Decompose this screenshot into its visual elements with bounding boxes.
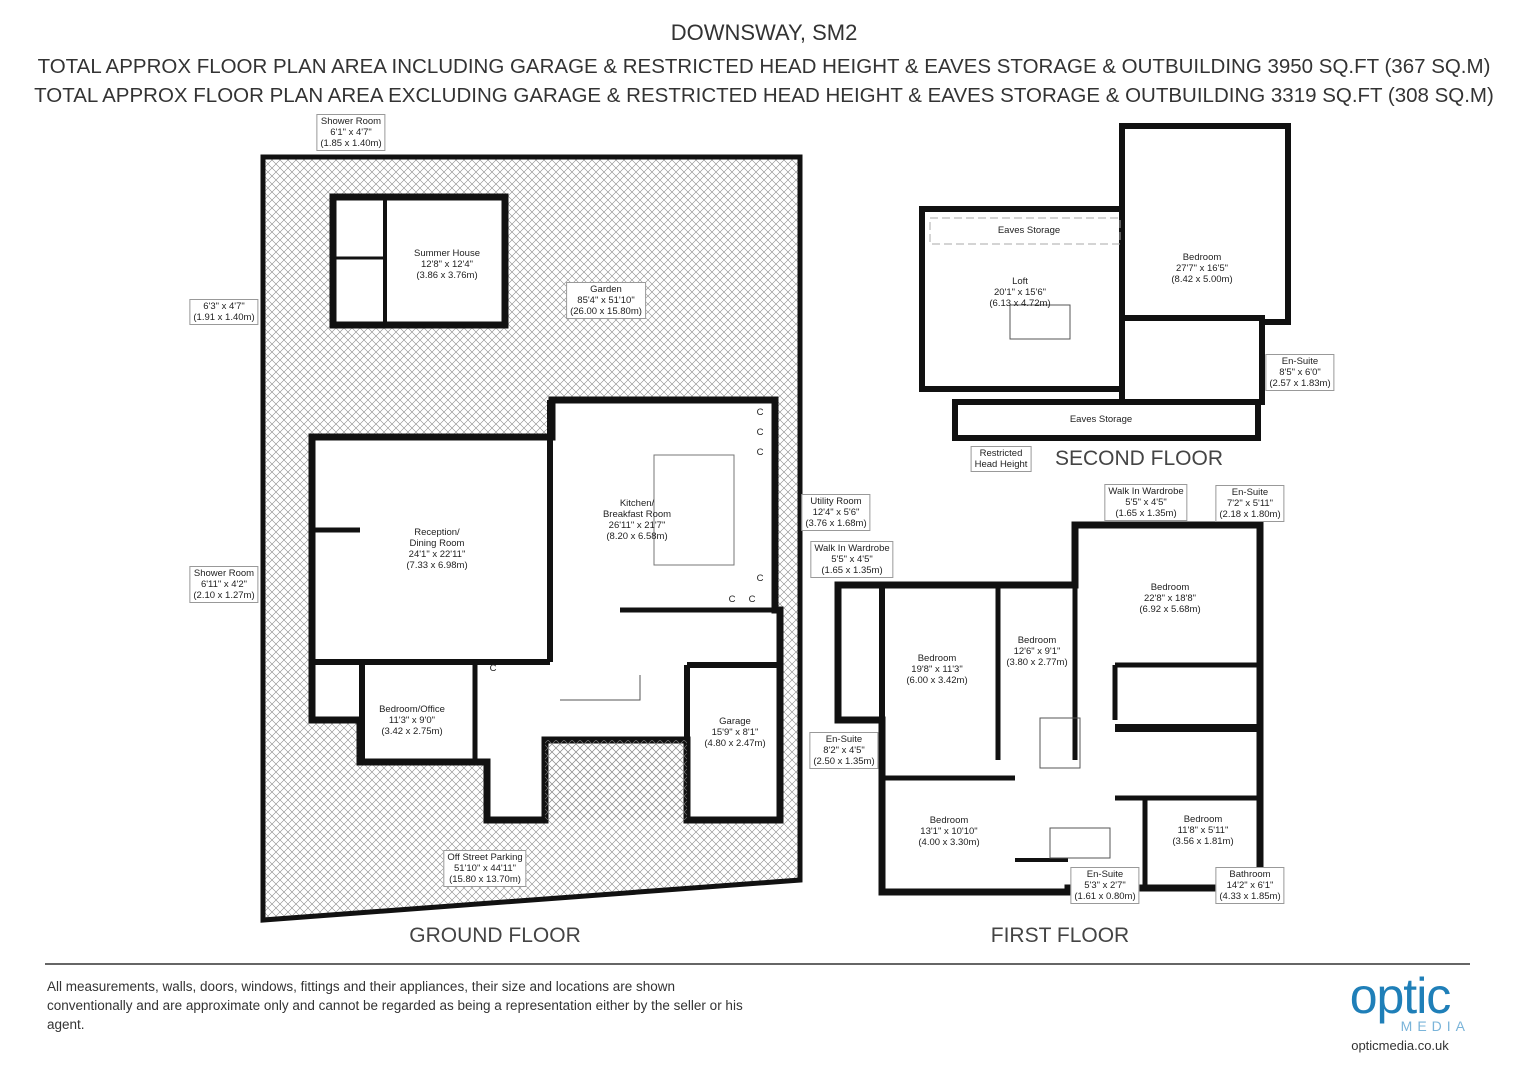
summer-house-walls	[329, 193, 509, 329]
cupboard-mark: C	[489, 663, 497, 674]
logo-url: opticmedia.co.uk	[1351, 1038, 1449, 1053]
optic-media-logo: optic MEDIA opticmedia.co.uk	[1330, 968, 1470, 1053]
total-area-excluding: TOTAL APPROX FLOOR PLAN AREA EXCLUDING G…	[34, 84, 1494, 107]
cupboard-mark: C	[756, 573, 764, 584]
floor-title-second: SECOND FLOOR	[1054, 447, 1224, 470]
room-label-eaves-storage-top: Eaves Storage	[997, 225, 1061, 236]
cupboard-mark: C	[748, 594, 756, 605]
cupboard-mark: C	[756, 407, 764, 418]
cupboard-mark: C	[756, 447, 764, 458]
total-area-including: TOTAL APPROX FLOOR PLAN AREA INCLUDING G…	[37, 55, 1491, 78]
floor-title-ground: GROUND FLOOR	[409, 924, 581, 947]
room-label-summer-house-store: 6'3" x 4'7"(1.91 x 1.40m)	[189, 299, 259, 325]
first-floor-plan	[834, 521, 1264, 896]
logo-word: optic	[1349, 968, 1452, 1024]
floor-title-first: FIRST FLOOR	[990, 924, 1130, 947]
logo-sub: MEDIA	[1400, 1018, 1470, 1034]
cupboard-mark: C	[728, 594, 736, 605]
ground-floor-plan	[260, 154, 803, 923]
footer-divider	[45, 963, 1470, 965]
plan-title: DOWNSWAY, SM2	[670, 20, 858, 45]
second-floor-plan	[919, 123, 1291, 441]
room-label-eaves-storage-bottom: Eaves Storage	[1069, 414, 1133, 425]
cupboard-mark: C	[756, 427, 764, 438]
disclaimer: All measurements, walls, doors, windows,…	[47, 979, 743, 1032]
